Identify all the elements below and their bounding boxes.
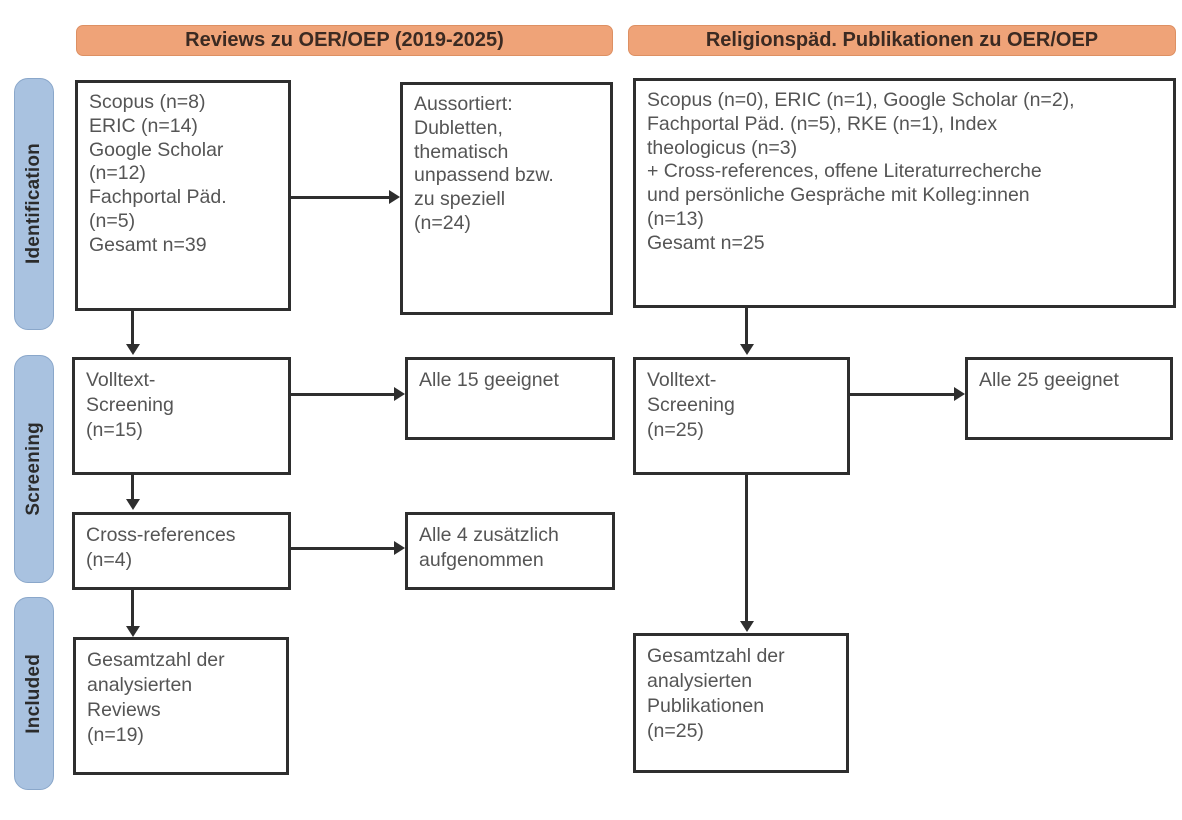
box-right-included-total: Gesamtzahl der analysierten Publikatione… [633, 633, 849, 773]
phase-label-screening: Screening [14, 355, 54, 583]
connector-left-identification-to-screening [131, 311, 134, 345]
connector-right-identification-to-screening [745, 308, 748, 345]
box-left-fulltext-screening: Volltext- Screening (n=15) [72, 357, 291, 475]
arrowhead-left-screening-to-crossrefs [126, 499, 140, 510]
connector-right-screening-to-result [850, 393, 954, 396]
box-left-identification-sources: Scopus (n=8) ERIC (n=14) Google Scholar … [75, 80, 291, 311]
connector-left-screening-to-crossrefs [131, 475, 134, 500]
box-left-included-total: Gesamtzahl der analysierten Reviews (n=1… [73, 637, 289, 775]
connector-left-identification-to-excluded [291, 196, 389, 199]
box-right-identification-sources: Scopus (n=0), ERIC (n=1), Google Scholar… [633, 78, 1176, 308]
connector-right-screening-to-included [745, 475, 748, 622]
arrowhead-right-screening-to-result [954, 387, 965, 401]
phase-label-identification: Identification [14, 78, 54, 330]
phase-label-identification-text: Identification [23, 143, 44, 265]
arrowhead-left-screening-to-result [394, 387, 405, 401]
phase-label-included: Included [14, 597, 54, 790]
column-header-left: Reviews zu OER/OEP (2019-2025) [76, 25, 613, 56]
connector-left-crossrefs-to-included [131, 590, 134, 628]
column-header-right: Religionspäd. Publikationen zu OER/OEP [628, 25, 1176, 56]
arrowhead-left-crossrefs-to-result [394, 541, 405, 555]
arrowhead-right-identification-to-screening [740, 344, 754, 355]
box-right-fulltext-result: Alle 25 geeignet [965, 357, 1173, 440]
connector-left-crossrefs-to-result [291, 547, 394, 550]
box-left-fulltext-result: Alle 15 geeignet [405, 357, 615, 440]
connector-left-screening-to-result [291, 393, 394, 396]
box-left-cross-references: Cross-references (n=4) [72, 512, 291, 590]
arrowhead-left-crossrefs-to-included [126, 626, 140, 637]
box-right-fulltext-screening: Volltext- Screening (n=25) [633, 357, 850, 475]
box-left-excluded: Aussortiert: Dubletten, thematisch unpas… [400, 82, 613, 315]
box-left-cross-references-result: Alle 4 zusätzlich aufgenommen [405, 512, 615, 590]
arrowhead-right-screening-to-included [740, 621, 754, 632]
phase-label-included-text: Included [23, 653, 44, 734]
phase-label-screening-text: Screening [23, 422, 44, 516]
arrowhead-left-identification-to-screening [126, 344, 140, 355]
arrowhead-left-identification-to-excluded [389, 190, 400, 204]
